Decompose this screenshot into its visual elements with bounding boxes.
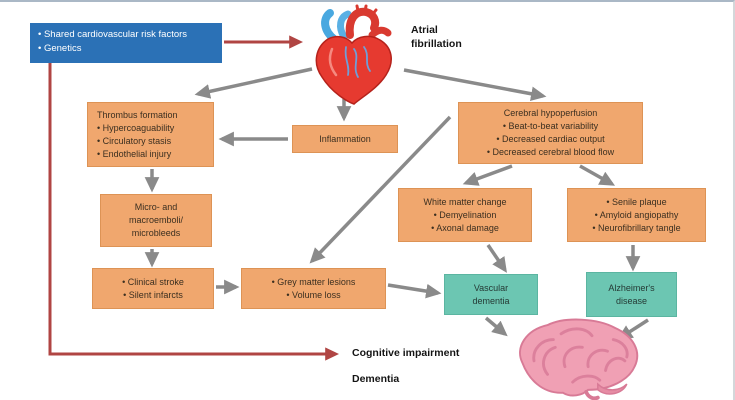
cognitive-impairment-label: Cognitive impairment <box>352 347 460 359</box>
cerebral-title: Cerebral hypoperfusion <box>503 108 598 118</box>
grey-matter-item: • Volume loss <box>286 289 341 300</box>
aorta-branches <box>355 4 378 17</box>
thrombus-title: Thrombus formation <box>97 109 178 120</box>
microemboli-line: Micro- and <box>134 202 178 212</box>
clinical-stroke-box: • Clinical stroke • Silent infarcts <box>92 268 214 309</box>
thrombus-item: • Circulatory stasis <box>97 135 172 146</box>
white-matter-change-box: White matter change • Demyelination • Ax… <box>398 188 532 242</box>
heart-illustration <box>315 4 392 105</box>
white-matter-item: • Demyelination <box>433 209 497 220</box>
vascular-dementia-line: dementia <box>472 295 510 306</box>
senile-item: • Neurofibrillary tangle <box>592 222 681 233</box>
heart-highlight <box>328 47 338 77</box>
white-matter-item: • Axonal damage <box>431 222 499 233</box>
vascular-dementia-box: Vascular dementia <box>444 274 538 315</box>
arrow-heart-to-cerebral-hypoperfusion <box>403 68 547 102</box>
alzheimers-line: disease <box>615 295 648 306</box>
alzheimers-disease-box: Alzheimer's disease <box>586 272 677 317</box>
arrow-vascular-dementia-to-brain <box>484 316 508 337</box>
brain-gyri <box>532 327 629 384</box>
brain-illustration <box>519 318 639 400</box>
arrow-greymatter-to-vascular-dementia <box>387 283 442 299</box>
risk-factors-box: • Shared cardiovascular risk factors • G… <box>30 23 222 63</box>
stroke-item: • Silent infarcts <box>123 289 183 300</box>
brain-cerebellum <box>597 382 628 395</box>
pulmonary-vessel-blue <box>321 9 338 43</box>
risk-factor-item: • Genetics <box>38 43 82 54</box>
grey-matter-item: • Grey matter lesions <box>271 276 356 287</box>
risk-factor-item: • Shared cardiovascular risk factors <box>38 29 188 40</box>
inflammation-title: Inflammation <box>319 133 371 144</box>
white-matter-title: White matter change <box>423 196 507 207</box>
arrow-heart-to-thrombus <box>194 67 313 99</box>
cerebral-hypoperfusion-box: Cerebral hypoperfusion • Beat-to-beat va… <box>458 102 643 164</box>
atrial-fibrillation-line1: Atrial <box>411 24 438 36</box>
inflammation-box: Inflammation <box>292 125 398 153</box>
heart-body <box>315 35 392 105</box>
stroke-item: • Clinical stroke <box>122 276 184 287</box>
dementia-label: Dementia <box>352 373 400 385</box>
thrombus-item: • Endothelial injury <box>97 148 172 159</box>
senile-item: • Amyloid angiopathy <box>594 209 679 220</box>
brain-stem <box>584 389 600 400</box>
cerebral-item: • Decreased cardiac output <box>496 134 605 144</box>
senile-item: • Senile plaque <box>606 196 667 207</box>
microemboli-line: macroemboli/ <box>128 215 184 225</box>
coronary-veins <box>344 46 371 78</box>
vascular-dementia-line: Vascular <box>473 283 509 293</box>
right-vessel-stub <box>368 26 392 39</box>
pulmonary-vessel-blue-2 <box>337 10 352 41</box>
microemboli-line: microbleeds <box>131 228 181 238</box>
thrombus-formation-box: Thrombus formation • Hypercoaguability •… <box>87 102 214 167</box>
alzheimers-line: Alzheimer's <box>608 283 655 293</box>
grey-matter-lesions-box: • Grey matter lesions • Volume loss <box>241 268 386 309</box>
atrial-fibrillation-label: Atrial fibrillation <box>411 23 462 51</box>
arrow-cerebral-to-senileplaque <box>579 164 616 186</box>
thrombus-item: • Hypercoaguability <box>97 122 175 133</box>
microemboli-box: Micro- and macroemboli/ microbleeds <box>100 194 212 247</box>
arrow-cerebral-to-whitematter <box>462 164 513 186</box>
cerebral-item: • Beat-to-beat variability <box>502 121 599 131</box>
arrow-whitematter-to-vascular-dementia <box>486 244 507 273</box>
senile-plaque-box: • Senile plaque • Amyloid angiopathy • N… <box>567 188 706 242</box>
cerebral-item: • Decreased cerebral blood flow <box>486 147 615 157</box>
atrial-fibrillation-line2: fibrillation <box>411 38 462 50</box>
